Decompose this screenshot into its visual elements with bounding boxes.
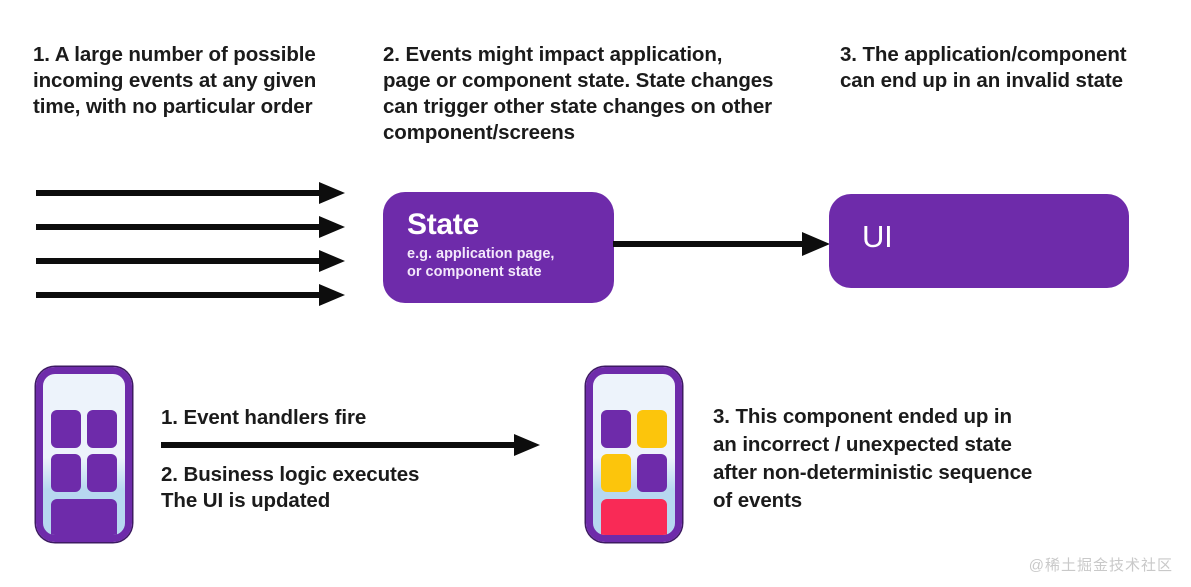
arrow-shaft: [161, 442, 517, 448]
annotation-events-incoming: 1. A large number of possible incoming e…: [33, 43, 317, 118]
arrow-shaft: [36, 258, 323, 264]
state-to-ui-arrow-icon: [613, 232, 835, 256]
tile-mid-left: [601, 454, 631, 492]
annotation-unexpected-state: 3. This component ended up in an incorre…: [713, 405, 1033, 512]
phone-mockup-result: [586, 367, 682, 542]
tile-mid-right: [87, 454, 117, 492]
tile-top-left: [601, 410, 631, 448]
arrow-shaft: [36, 292, 323, 298]
state-node-subtitle: e.g. application page, or component stat…: [407, 246, 555, 280]
annotation-invalid-state: 3. The application/component can end up …: [840, 43, 1127, 92]
arrow-head: [802, 232, 830, 256]
tile-top-right: [637, 410, 667, 448]
tile-wide-bottom: [601, 499, 667, 535]
incoming-arrow-1-icon: [36, 182, 356, 204]
flow-step-2-label: 2. Business logic executes The UI is upd…: [161, 463, 420, 512]
tile-wide-bottom: [51, 499, 117, 535]
tile-top-right: [87, 410, 117, 448]
tile-top-left: [51, 410, 81, 448]
arrow-shaft: [36, 224, 323, 230]
ui-node-title: UI: [862, 219, 893, 254]
tile-mid-right: [637, 454, 667, 492]
flow-step-1-label: 1. Event handlers fire: [161, 406, 367, 429]
arrow-head: [319, 250, 345, 272]
phone-mockup-initial: [36, 367, 132, 542]
incoming-arrow-3-icon: [36, 250, 356, 272]
state-node: State e.g. application page, or componen…: [383, 192, 614, 303]
phone-tile-grid: [51, 410, 117, 535]
arrow-head: [319, 216, 345, 238]
phone-screen: [43, 374, 125, 535]
flow-arrow-icon: [161, 434, 551, 456]
arrow-head: [514, 434, 540, 456]
arrow-shaft: [613, 241, 805, 247]
arrow-shaft: [36, 190, 323, 196]
incoming-arrow-2-icon: [36, 216, 356, 238]
watermark: @稀土掘金技术社区: [1028, 557, 1173, 574]
arrow-head: [319, 182, 345, 204]
state-node-title: State: [407, 208, 479, 241]
incoming-event-arrows: [36, 182, 356, 307]
arrow-head: [319, 284, 345, 306]
ui-node: UI: [829, 194, 1129, 288]
phone-screen: [593, 374, 675, 535]
incoming-arrow-4-icon: [36, 284, 356, 306]
annotation-state-changes: 2. Events might impact application, page…: [383, 43, 774, 144]
tile-mid-left: [51, 454, 81, 492]
phone-tile-grid: [601, 410, 667, 535]
